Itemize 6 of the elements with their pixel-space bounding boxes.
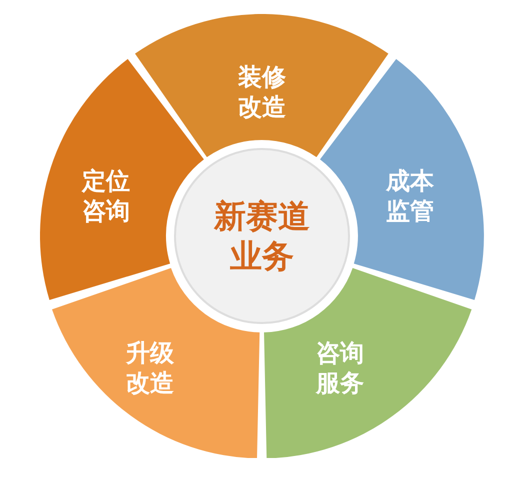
segment-label: 定位咨询: [80, 166, 131, 226]
segment-label: 咨询服务: [314, 338, 365, 398]
segment-label: 成本监管: [384, 166, 435, 226]
segment-label: 升级改造: [124, 338, 175, 398]
center-label: 新赛道业务: [212, 196, 311, 276]
segment-label: 装修改造: [236, 62, 287, 122]
